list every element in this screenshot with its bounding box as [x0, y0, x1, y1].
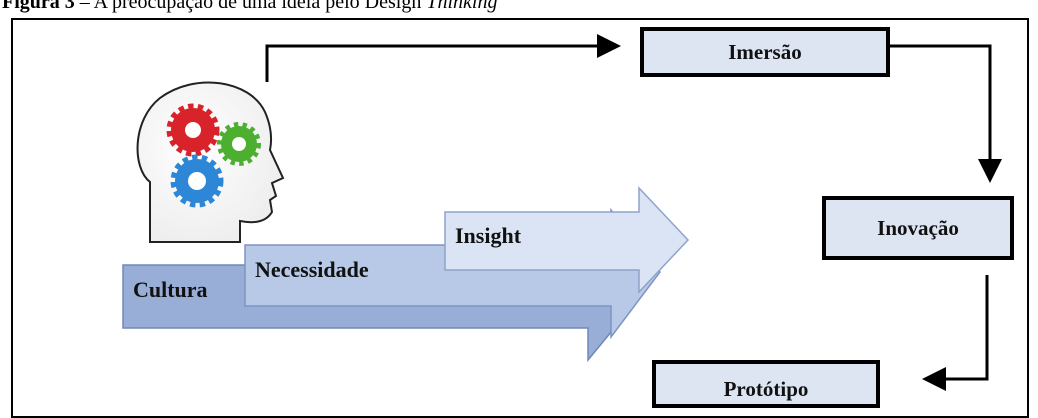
figure-number: Figura 3	[2, 0, 75, 13]
box-imersao-label: Imersão	[728, 39, 802, 64]
connector-inovacao-to-prototipo	[922, 275, 989, 391]
box-inovacao-label: Inovação	[877, 215, 959, 240]
box-inovacao: Inovação	[822, 196, 1014, 260]
red-gear-icon	[166, 103, 220, 157]
box-prototipo-label: Protótipo	[723, 377, 809, 401]
figure-caption: Figura 3 – A preocupação de uma ideia pe…	[2, 0, 497, 14]
green-gear-icon	[217, 122, 261, 166]
figure-caption-text: – A preocupação de uma ideia pelo Design	[74, 0, 427, 13]
box-imersao: Imersão	[640, 27, 890, 77]
head-with-gears-icon	[136, 81, 285, 243]
connector-head-to-imersao	[265, 34, 621, 82]
connector-imersao-to-inovacao	[890, 44, 1002, 183]
label-cultura: Cultura	[133, 277, 208, 302]
figure-caption-italic: Thinking	[426, 0, 498, 13]
label-insight: Insight	[455, 223, 522, 248]
box-prototipo: Protótipo	[652, 360, 880, 408]
label-necessidade: Necessidade	[255, 257, 369, 282]
arrow-insight	[444, 186, 690, 294]
blue-gear-icon	[170, 154, 224, 208]
